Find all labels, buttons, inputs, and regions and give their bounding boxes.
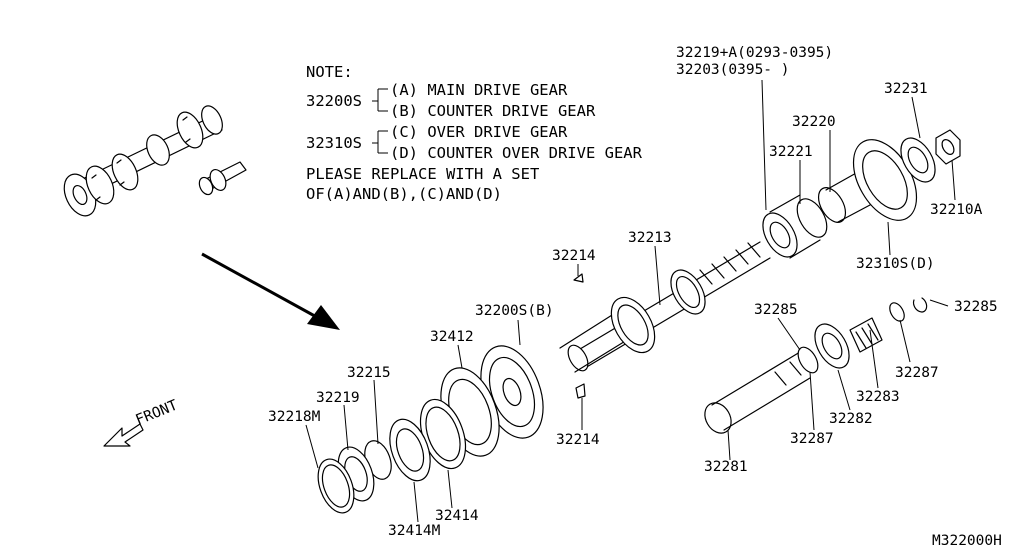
part-labels: 32219+A(0293-0395) 32203(0395- ) 32231 3… [268, 45, 1002, 549]
front-gear-stack [317, 345, 544, 514]
label-32215: 32215 [347, 365, 391, 381]
diagram-code: M322000H [932, 533, 1002, 549]
note-group2-part: 32310S [306, 134, 362, 152]
gear-32213-b [670, 269, 706, 315]
washer-32287-right [889, 302, 905, 322]
washer-32287-left [797, 346, 819, 374]
main-shaft-assembly [559, 129, 961, 373]
note-group2-c: (C) OVER DRIVE GEAR [390, 123, 568, 141]
label-32414m: 32414M [388, 523, 441, 539]
label-32282: 32282 [829, 411, 873, 427]
label-32218m: 32218M [268, 409, 321, 425]
label-32203: 32203(0395- ) [676, 62, 790, 78]
label-32200sb: 32200S(B) [475, 303, 554, 319]
bearing-32414m [389, 418, 431, 482]
label-32287-left: 32287 [790, 431, 834, 447]
key-32214-top [573, 273, 584, 283]
label-32285-right: 32285 [954, 299, 998, 315]
label-32231: 32231 [884, 81, 928, 97]
label-32285-left: 32285 [754, 302, 798, 318]
note-replace-line1: PLEASE REPLACE WITH A SET [306, 165, 539, 183]
counter-shaft-assembly [704, 297, 928, 434]
shim-32218m [317, 458, 355, 514]
label-32283: 32283 [856, 389, 900, 405]
note-group1-a: (A) MAIN DRIVE GEAR [390, 81, 568, 99]
label-32214-bottom: 32214 [556, 432, 600, 448]
label-32310sd: 32310S(D) [856, 256, 935, 272]
assembly-thumbnail [63, 105, 247, 217]
note-heading: NOTE: [306, 63, 353, 81]
leader-lines [305, 79, 956, 523]
front-label: FRONT [134, 397, 181, 428]
label-32281: 32281 [704, 459, 748, 475]
label-32414: 32414 [435, 508, 479, 524]
nut-32210a [935, 129, 961, 165]
note-replace-line2: OF(A)AND(B),(C)AND(D) [306, 185, 502, 203]
note-group1-bracket [372, 88, 388, 112]
label-32220: 32220 [792, 114, 836, 130]
label-32412: 32412 [430, 329, 474, 345]
label-32219a: 32219+A(0293-0395) [676, 45, 833, 61]
label-32210a: 32210A [930, 202, 983, 218]
key-32214-bottom [575, 383, 586, 399]
shaft-32281-end [704, 402, 732, 434]
gear-32220 [817, 187, 847, 223]
label-32214-top: 32214 [552, 248, 596, 264]
label-32287-right: 32287 [895, 365, 939, 381]
note-block: NOTE: 32200S (A) MAIN DRIVE GEAR (B) COU… [306, 63, 643, 203]
note-group2-d: (D) COUNTER OVER DRIVE GEAR [390, 144, 643, 162]
label-32213: 32213 [628, 230, 672, 246]
clip-32285-right [912, 297, 928, 313]
exploded-direction-arrow [201, 252, 340, 330]
gear-32213-a [610, 296, 656, 354]
note-group2-bracket [372, 130, 388, 154]
note-group1-b: (B) COUNTER DRIVE GEAR [390, 102, 596, 120]
label-32219: 32219 [316, 390, 360, 406]
front-arrow-icon: FRONT [103, 397, 181, 447]
note-group1-part: 32200S [306, 92, 362, 110]
label-32221: 32221 [769, 144, 813, 160]
